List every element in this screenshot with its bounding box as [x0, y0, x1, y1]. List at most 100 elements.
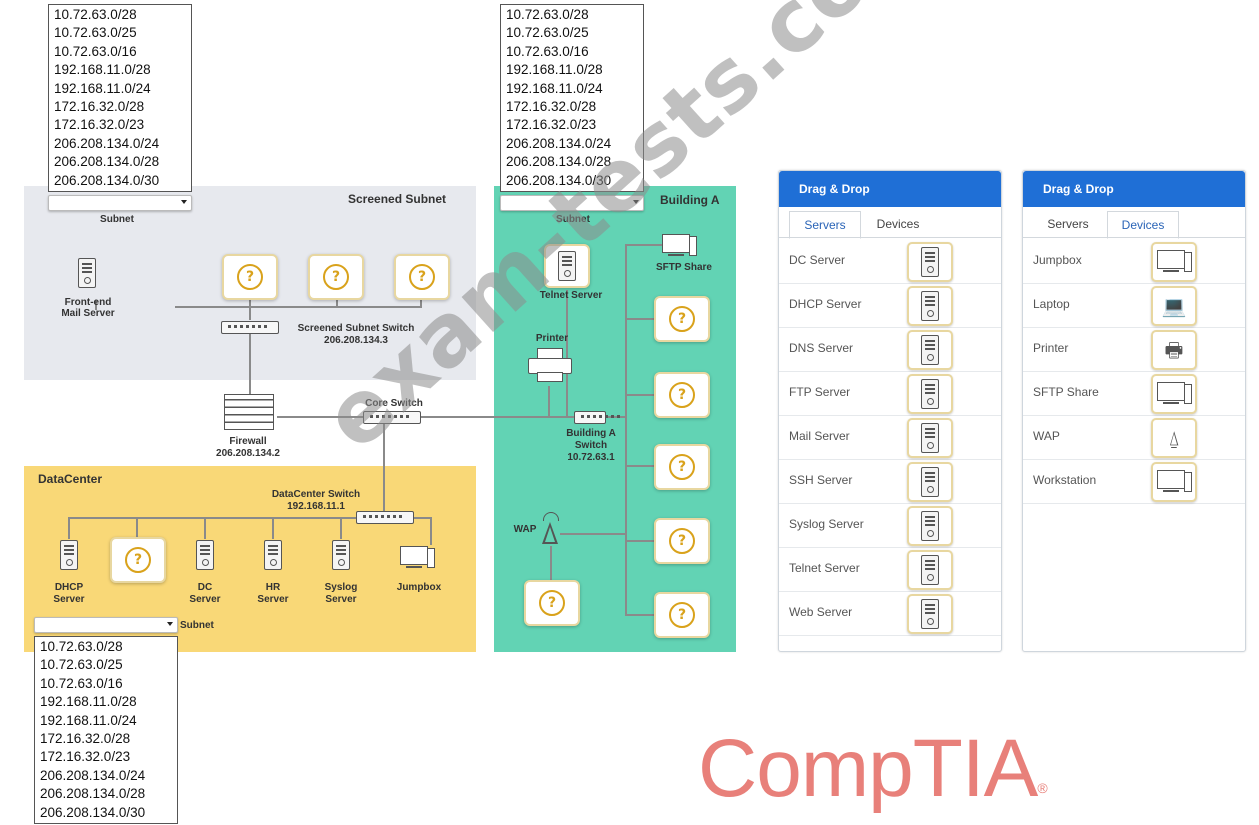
server-draggable[interactable]: [907, 418, 953, 458]
server-icon: [921, 467, 939, 497]
tab-devices[interactable]: Devices: [876, 217, 920, 231]
subnet-option[interactable]: 172.16.32.0/28: [506, 99, 597, 115]
server-item[interactable]: Mail Server: [779, 415, 1001, 460]
subnet-option[interactable]: 172.16.32.0/28: [40, 731, 131, 747]
subnet-option[interactable]: 172.16.32.0/23: [506, 117, 597, 133]
link: [68, 517, 70, 539]
subnet-option[interactable]: 192.168.11.0/28: [40, 694, 137, 710]
server-item[interactable]: FTP Server: [779, 371, 1001, 416]
subnet-option[interactable]: 192.168.11.0/24: [54, 80, 151, 96]
subnet-option[interactable]: 206.208.134.0/24: [506, 135, 612, 151]
drop-slot[interactable]: ?: [654, 592, 710, 638]
server-draggable[interactable]: [907, 330, 953, 370]
server-draggable[interactable]: [907, 550, 953, 590]
subnet-select-building-a[interactable]: [500, 195, 644, 211]
subnet-option[interactable]: 192.168.11.0/24: [40, 712, 137, 728]
tab-servers[interactable]: Servers: [789, 211, 861, 239]
building-switch-label-3: 10.72.63.1: [567, 452, 615, 463]
device-draggable[interactable]: [1151, 374, 1197, 414]
question-icon: ?: [323, 264, 349, 290]
dhcp-server-icon: [60, 540, 78, 570]
drop-slot[interactable]: ?: [654, 296, 710, 342]
front-end-mail-server-icon: [78, 258, 96, 288]
drop-slot[interactable]: ?: [308, 254, 364, 300]
subnet-option[interactable]: 206.208.134.0/30: [506, 172, 612, 188]
subnet-option[interactable]: 206.208.134.0/28: [506, 154, 612, 170]
server-item[interactable]: SSH Server: [779, 459, 1001, 504]
device-draggable[interactable]: [1151, 462, 1197, 502]
drop-slot[interactable]: ?: [524, 580, 580, 626]
server-icon: [921, 291, 939, 321]
laptop-icon: 💻: [1161, 294, 1187, 318]
wap-icon: ⍙: [1168, 426, 1180, 450]
tab-servers[interactable]: Servers: [1047, 217, 1089, 231]
subnet-select-datacenter[interactable]: [34, 617, 178, 633]
subnet-option[interactable]: 206.208.134.0/28: [54, 154, 160, 170]
subnet-option[interactable]: 172.16.32.0/23: [40, 749, 131, 765]
server-item[interactable]: DHCP Server: [779, 283, 1001, 328]
question-icon: ?: [669, 528, 695, 554]
datacenter-switch-icon: [356, 511, 414, 524]
subnet-option[interactable]: 206.208.134.0/30: [54, 172, 160, 188]
subnet-option[interactable]: 206.208.134.0/28: [40, 786, 146, 802]
server-item[interactable]: Telnet Server: [779, 547, 1001, 592]
server-item[interactable]: DNS Server: [779, 327, 1001, 372]
drop-slot[interactable]: ?: [654, 444, 710, 490]
screened-subnet-title: Screened Subnet: [348, 192, 447, 206]
question-icon: ?: [669, 306, 695, 332]
server-draggable[interactable]: [907, 286, 953, 326]
drop-slot[interactable]: ?: [654, 372, 710, 418]
device-item[interactable]: Printer🖶: [1023, 327, 1245, 372]
server-draggable[interactable]: [907, 462, 953, 502]
server-item-label: DNS Server: [789, 341, 854, 355]
screened-switch-label-1: Screened Subnet Switch: [297, 323, 415, 334]
server-draggable[interactable]: [907, 242, 953, 282]
device-item[interactable]: SFTP Share: [1023, 371, 1245, 416]
server-item[interactable]: Web Server: [779, 591, 1001, 636]
subnet-option[interactable]: 10.72.63.0/25: [54, 25, 137, 41]
link: [420, 416, 574, 418]
subnet-option[interactable]: 10.72.63.0/16: [506, 43, 589, 59]
server-item[interactable]: Syslog Server: [779, 503, 1001, 548]
device-item[interactable]: Laptop💻: [1023, 283, 1245, 328]
subnet-select-screened[interactable]: [48, 195, 192, 211]
subnet-option[interactable]: 10.72.63.0/28: [506, 7, 589, 22]
tab-devices[interactable]: Devices: [1107, 211, 1179, 239]
device-item[interactable]: WAP⍙: [1023, 415, 1245, 460]
device-draggable[interactable]: [1151, 242, 1197, 282]
device-draggable[interactable]: 💻: [1151, 286, 1197, 326]
drop-slot[interactable]: ?: [654, 518, 710, 564]
subnet-option[interactable]: 10.72.63.0/16: [54, 43, 137, 59]
datacenter-title: DataCenter: [38, 472, 103, 486]
subnet-option[interactable]: 192.168.11.0/24: [506, 80, 603, 96]
drop-slot[interactable]: ?: [110, 537, 166, 583]
subnet-option[interactable]: 10.72.63.0/25: [506, 25, 589, 41]
device-item[interactable]: Workstation: [1023, 459, 1245, 504]
device-item[interactable]: Jumpbox: [1023, 239, 1245, 284]
subnet-label-screened: Subnet: [100, 214, 134, 225]
device-draggable[interactable]: ⍙: [1151, 418, 1197, 458]
drop-slot[interactable]: ?: [222, 254, 278, 300]
subnet-option[interactable]: 10.72.63.0/28: [54, 7, 137, 22]
screened-subnet-switch-icon: [221, 321, 279, 334]
subnet-option[interactable]: 10.72.63.0/28: [40, 639, 123, 654]
device-draggable[interactable]: 🖶: [1151, 330, 1197, 370]
subnet-option[interactable]: 192.168.11.0/28: [506, 62, 603, 78]
subnet-option[interactable]: 206.208.134.0/30: [40, 804, 146, 820]
server-draggable[interactable]: [907, 506, 953, 546]
subnet-option[interactable]: 206.208.134.0/24: [54, 135, 160, 151]
subnet-option[interactable]: 172.16.32.0/23: [54, 117, 145, 133]
subnet-option[interactable]: 172.16.32.0/28: [54, 99, 145, 115]
server-draggable[interactable]: [907, 374, 953, 414]
server-draggable[interactable]: [907, 594, 953, 634]
subnet-option[interactable]: 192.168.11.0/28: [54, 62, 151, 78]
subnet-option[interactable]: 10.72.63.0/25: [40, 657, 123, 673]
subnet-option[interactable]: 206.208.134.0/24: [40, 767, 146, 783]
subnet-dropdown-list-datacenter: 10.72.63.0/28 10.72.63.0/25 10.72.63.0/16 1…: [34, 636, 178, 824]
drop-slot[interactable]: ?: [394, 254, 450, 300]
monitor-icon: [1157, 382, 1192, 406]
subnet-option[interactable]: 10.72.63.0/16: [40, 675, 123, 691]
tab-divider: [779, 237, 1001, 238]
server-item[interactable]: DC Server: [779, 239, 1001, 284]
